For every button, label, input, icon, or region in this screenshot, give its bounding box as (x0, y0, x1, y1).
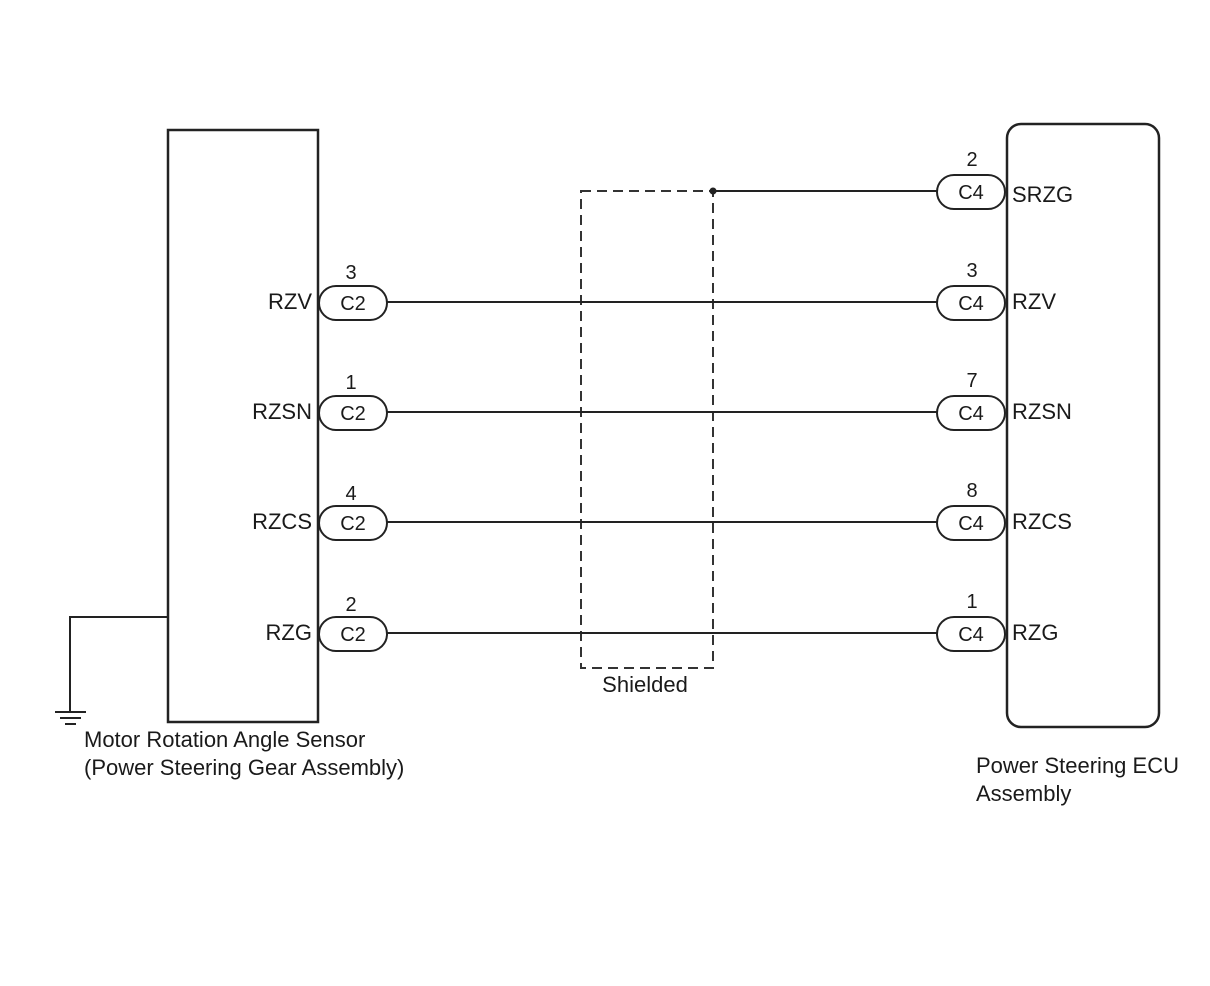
ground-icon (55, 711, 86, 725)
connector-id: C4 (958, 513, 984, 535)
connector-id: C2 (340, 513, 366, 535)
pin-number: 8 (966, 480, 977, 502)
ecu-connector-rzv: C4 3 RZV (936, 260, 1056, 321)
pin-number: 7 (966, 370, 977, 392)
pin-number: 4 (345, 483, 356, 505)
sensor-connector-rzcs: C2 4 RZCS (252, 483, 388, 541)
pin-number: 2 (966, 149, 977, 171)
signal-label: RZG (1012, 620, 1058, 645)
pin-number: 3 (966, 260, 977, 282)
sensor-connector-rzg: C2 2 RZG (266, 594, 388, 652)
pin-number: 1 (345, 372, 356, 394)
sensor-subtitle: (Power Steering Gear Assembly) (84, 755, 404, 780)
connector-id: C4 (958, 293, 984, 315)
ecu-block (1005, 122, 1161, 729)
shield-label: Shielded (602, 672, 688, 697)
connector-id: C4 (958, 182, 984, 204)
sensor-connector-rzsn: C2 1 RZSN (252, 372, 388, 431)
sensor-connector-rzv: C2 3 RZV (268, 262, 388, 321)
ecu-connector-rzcs: C4 8 RZCS (936, 480, 1072, 541)
ecu-connector-srzg: C4 2 SRZG (936, 149, 1073, 210)
ecu-connector-rzsn: C4 7 RZSN (936, 370, 1072, 431)
signal-label: RZG (266, 620, 312, 645)
ecu-title: Power Steering ECU (976, 753, 1179, 778)
connector-id: C2 (340, 293, 366, 315)
ground-wire (69, 616, 168, 712)
connector-id: C4 (958, 403, 984, 425)
sensor-title: Motor Rotation Angle Sensor (84, 727, 365, 752)
signal-label: RZV (268, 289, 312, 314)
connector-id: C2 (340, 403, 366, 425)
signal-label: RZCS (252, 509, 312, 534)
splice-dot (709, 187, 717, 195)
signal-label: SRZG (1012, 182, 1073, 207)
signal-label: RZSN (252, 399, 312, 424)
ecu-subtitle: Assembly (976, 781, 1071, 806)
sensor-block (166, 128, 320, 724)
signal-label: RZCS (1012, 509, 1072, 534)
signal-label: RZV (1012, 289, 1056, 314)
signal-label: RZSN (1012, 399, 1072, 424)
pin-number: 3 (345, 262, 356, 284)
connector-id: C4 (958, 624, 984, 646)
shield-outline (580, 190, 714, 669)
pin-number: 2 (345, 594, 356, 616)
connector-id: C2 (340, 624, 366, 646)
pin-number: 1 (966, 591, 977, 613)
ecu-connector-rzg: C4 1 RZG (936, 591, 1058, 652)
